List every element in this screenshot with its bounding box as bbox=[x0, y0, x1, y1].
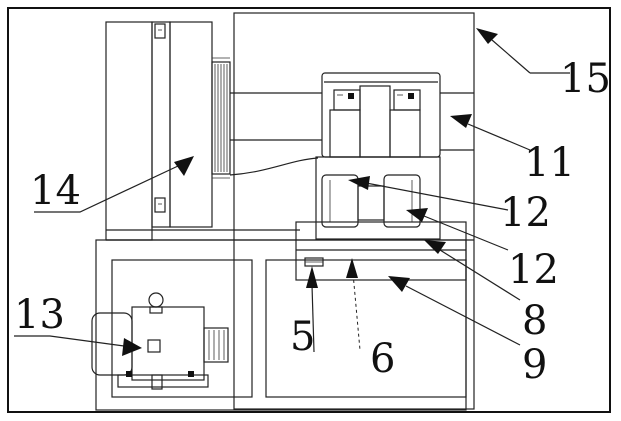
leader-14 bbox=[34, 156, 194, 213]
spindle-housing bbox=[321, 72, 441, 158]
callout-5: 5 bbox=[290, 314, 315, 360]
callout-14: 14 bbox=[30, 168, 81, 214]
leader-9 bbox=[388, 276, 521, 346]
leader-8 bbox=[424, 240, 521, 301]
leader-5 bbox=[306, 266, 318, 353]
main-frame bbox=[233, 12, 475, 410]
callout-15: 15 bbox=[560, 56, 611, 102]
leader-12b bbox=[406, 208, 509, 251]
callout-13: 13 bbox=[14, 292, 65, 338]
leader-6 bbox=[346, 258, 358, 278]
drawing-border bbox=[7, 7, 611, 413]
leader-11 bbox=[450, 114, 531, 151]
callout-11: 11 bbox=[524, 140, 575, 186]
callout-12b: 12 bbox=[508, 247, 559, 293]
left-column bbox=[105, 21, 153, 241]
leader-12a bbox=[348, 176, 509, 211]
main-shaft bbox=[229, 92, 474, 176]
callout-8: 8 bbox=[522, 298, 547, 344]
callout-12a: 12 bbox=[500, 190, 551, 236]
leader-13 bbox=[14, 335, 142, 356]
pulley-assembly bbox=[151, 21, 231, 228]
lower-cabinet bbox=[95, 239, 467, 411]
callout-6: 6 bbox=[370, 336, 395, 382]
callout-9: 9 bbox=[522, 342, 547, 388]
roller-assembly bbox=[315, 156, 441, 240]
leader-15 bbox=[476, 28, 570, 74]
